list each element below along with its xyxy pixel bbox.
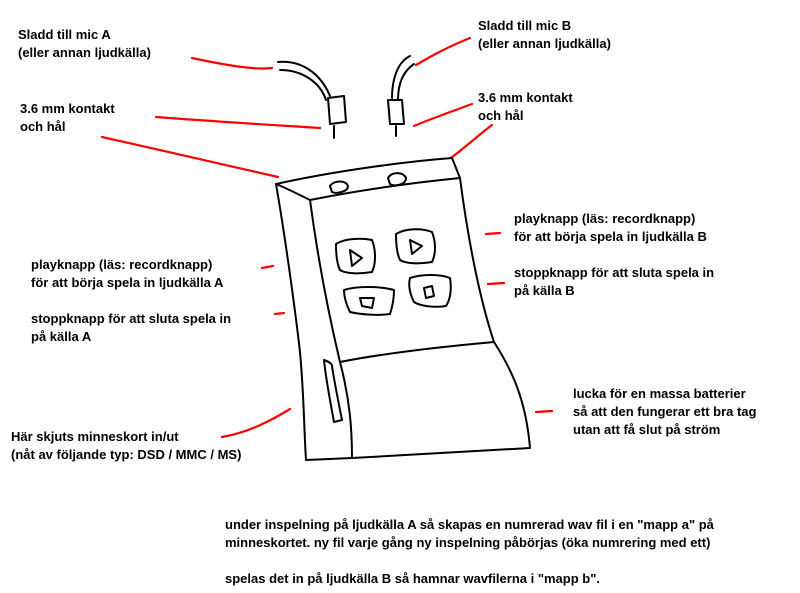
- cable-a-wire-2: [279, 69, 327, 101]
- cable-a: [277, 60, 347, 139]
- stop-icon-a: [359, 297, 375, 309]
- pointer-play-a: [260, 264, 275, 270]
- stop-button-a[interactable]: [343, 286, 395, 316]
- play-button-a[interactable]: [335, 237, 376, 275]
- pointer-cable-b: [414, 36, 472, 67]
- stop-icon-b: [423, 285, 435, 299]
- pointer-play-b: [484, 231, 502, 236]
- jack-hole-b: [387, 172, 407, 187]
- device-top-face: [275, 157, 461, 201]
- device-left-face: [275, 183, 353, 461]
- play-button-b[interactable]: [395, 228, 436, 265]
- device-edge: [309, 199, 353, 459]
- pointer-jack-b: [412, 102, 474, 128]
- plug-a: [327, 95, 347, 125]
- note-recording-a: under inspelning på ljudkälla A så skapa…: [225, 517, 714, 550]
- memory-card-slot[interactable]: [323, 359, 343, 423]
- pointer-corner-left: [100, 135, 280, 179]
- label-stop-a: stoppknapp för att sluta spela in på käl…: [31, 311, 232, 344]
- pointer-lines: [100, 36, 554, 439]
- device: [275, 157, 531, 461]
- pointer-cable-a: [190, 56, 274, 70]
- pointer-memory-card: [220, 407, 292, 439]
- label-jack-b: 3.6 mm kontakt och hål: [478, 90, 573, 123]
- front-panel-line: [339, 341, 495, 363]
- cable-a-wire: [277, 60, 331, 97]
- label-play-a: playknapp (läs: recordknapp) för att bör…: [31, 257, 224, 290]
- label-cable-b: Sladd till mic B (eller annan ljudkälla): [478, 18, 611, 51]
- pointer-corner-right: [450, 123, 494, 159]
- label-cable-a: Sladd till mic A (eller annan ljudkälla): [18, 27, 151, 60]
- label-stop-b: stoppknapp för att sluta spela in på käl…: [514, 265, 715, 298]
- label-battery: lucka för en massa batterier så att den …: [573, 386, 757, 437]
- play-icon-b: [409, 239, 423, 255]
- cable-b: [387, 55, 415, 137]
- label-play-b: playknapp (läs: recordknapp) för att bör…: [514, 211, 707, 244]
- label-memory-card: Här skjuts minneskort in/ut (nåt av följ…: [11, 429, 242, 462]
- pointer-stop-a: [273, 311, 286, 316]
- note-recording-b: spelas det in på ljudkälla B så hamnar w…: [225, 571, 601, 586]
- play-icon-a: [349, 249, 363, 267]
- label-jack-a: 3.6 mm kontakt och hål: [20, 101, 115, 134]
- battery-compartment: [351, 341, 531, 459]
- cable-b-wire-2: [397, 63, 415, 101]
- plug-b: [387, 99, 405, 125]
- pointer-jack-a: [154, 115, 322, 130]
- jack-hole-a: [329, 180, 349, 194]
- stop-button-b[interactable]: [408, 274, 452, 308]
- cable-b-wire: [391, 55, 411, 99]
- device-right-edge: [459, 177, 495, 343]
- pointer-stop-b: [486, 281, 506, 286]
- pointer-battery: [534, 409, 554, 414]
